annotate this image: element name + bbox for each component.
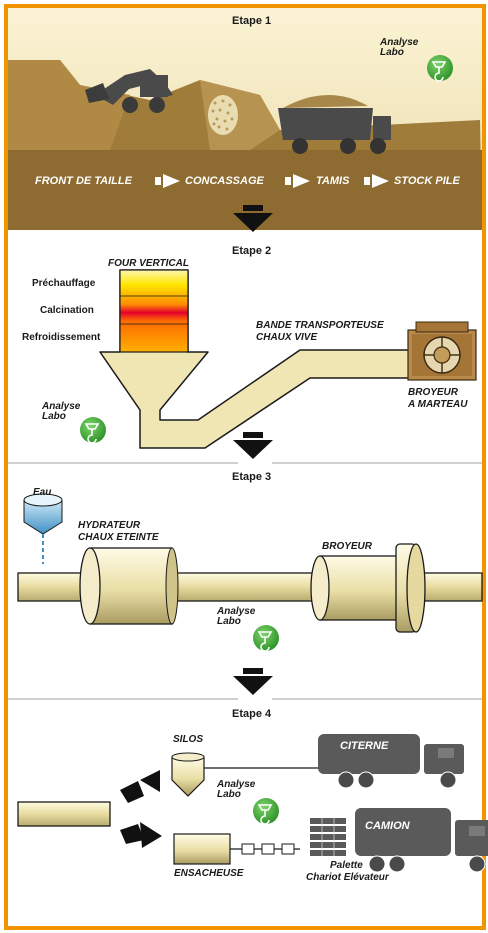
zone-calcination: Calcination [40, 305, 94, 316]
flow-tamis: TAMIS [316, 175, 350, 187]
pallet-label-1: Palette [330, 860, 363, 871]
bagging-machine-icon [173, 833, 300, 865]
water-label: Eau [33, 487, 52, 498]
step-3-title: Etape 3 [232, 471, 272, 483]
hydrator-label-1: HYDRATEUR [78, 520, 141, 531]
flow-front-de-taille: FRONT DE TAILLE [35, 175, 132, 187]
pallet-icon [310, 818, 346, 856]
flow-concassage: CONCASSAGE [185, 175, 264, 187]
flow-arrow-icon [155, 174, 389, 188]
step-4-title: Etape 4 [232, 708, 272, 720]
conveyor-label-2: CHAUX VIVE [256, 332, 318, 343]
grinder-label: BROYEUR [322, 541, 373, 552]
stage4-pipe [17, 801, 111, 827]
zone-refroidissement: Refroidissement [22, 332, 101, 343]
bagger-label: ENSACHEUSE [174, 868, 244, 879]
tanker-label: CITERNE [340, 740, 389, 752]
mill-label-2: A MARTEAU [408, 399, 468, 410]
falling-stones-icon [208, 95, 238, 135]
step-2-title: Etape 2 [232, 245, 272, 257]
kiln-title: FOUR VERTICAL [108, 258, 189, 269]
water-tank-icon [23, 493, 63, 564]
zone-prechauffage: Préchauffage [32, 278, 96, 289]
step-1-title: Etape 1 [232, 15, 272, 27]
flow-stock-pile: STOCK PILE [394, 175, 460, 187]
grinder-drum-icon [310, 543, 426, 633]
pallet-label-2: Chariot Elévateur [306, 872, 389, 883]
silo-icon [171, 752, 320, 797]
tanker-truck-icon [318, 734, 464, 789]
conveyor-label-1: BANDE TRANSPORTEUSE [256, 320, 384, 331]
mill-label-1: BROYEUR [408, 387, 459, 398]
hydrator-label-2: CHAUX ETEINTE [78, 532, 159, 543]
truck-label: CAMION [365, 820, 410, 832]
truck-icon [355, 808, 488, 873]
step-arrow-icon [233, 205, 273, 695]
lab-analysis-icon [80, 55, 453, 825]
excavator-icon [85, 69, 173, 113]
hammer-mill-icon [407, 321, 477, 381]
silos-label: SILOS [173, 734, 204, 745]
dump-truck-icon [278, 94, 391, 154]
hydrator-drum-icon [79, 547, 179, 625]
